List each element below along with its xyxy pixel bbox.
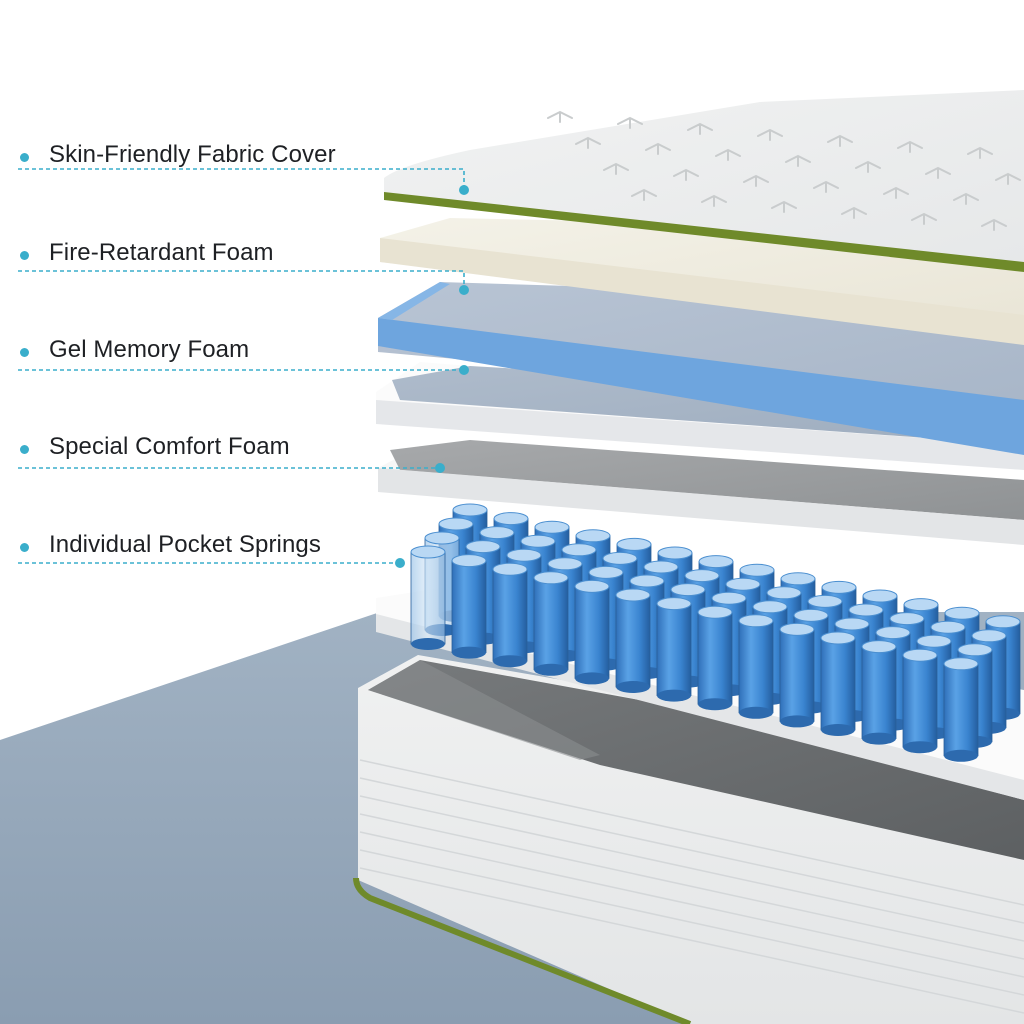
bullet-dot: [20, 348, 29, 357]
layer-label-fabric-cover: Skin-Friendly Fabric Cover: [0, 140, 470, 180]
quilt-stitch: [813, 180, 839, 193]
quilt-stitch: [841, 206, 867, 219]
layer-label-text: Skin-Friendly Fabric Cover: [49, 141, 336, 168]
quilt-stitch: [967, 146, 993, 159]
layer-label-text: Individual Pocket Springs: [49, 531, 321, 558]
quilt-stitch: [645, 142, 671, 155]
quilt-stitch: [883, 186, 909, 199]
pocket-springs-layer: [410, 503, 1021, 762]
pocket-spring: [410, 545, 446, 650]
quilt-stitch: [785, 154, 811, 167]
pocket-spring: [820, 631, 856, 736]
quilt-stitch: [827, 134, 853, 147]
quilt-stitch: [673, 168, 699, 181]
quilt-stitch: [925, 166, 951, 179]
quilt-stitch: [855, 160, 881, 173]
quilt-stitch: [631, 188, 657, 201]
quilt-stitch: [743, 174, 769, 187]
pocket-spring: [902, 648, 938, 754]
layer-label-gel-memory-foam: Gel Memory Foam: [0, 335, 470, 375]
pocket-spring: [697, 605, 733, 711]
leader-lines: [18, 168, 465, 564]
quilt-stitch: [995, 172, 1021, 185]
fabric-cover-layer: [384, 90, 1024, 272]
quilt-stitch: [547, 110, 573, 123]
pocket-spring: [574, 579, 610, 685]
layer-label-text: Gel Memory Foam: [49, 336, 250, 363]
layer-label-text: Fire-Retardant Foam: [49, 239, 274, 266]
layer-label-special-comfort-foam: Special Comfort Foam: [0, 432, 470, 472]
layer-label-text: Special Comfort Foam: [49, 433, 290, 460]
quilt-stitch: [757, 128, 783, 141]
pocket-spring: [738, 614, 774, 719]
pocket-spring: [943, 657, 979, 762]
bullet-dot: [20, 251, 29, 260]
special-comfort-foam-layer: [378, 440, 1024, 545]
quilt-stitch: [715, 148, 741, 161]
layer-label-fire-retardant-foam: Fire-Retardant Foam: [0, 238, 470, 278]
quilt-stitch: [687, 122, 713, 135]
quilt-stitch: [953, 192, 979, 205]
quilt-stitch: [603, 162, 629, 175]
layer-label-pocket-springs: Individual Pocket Springs: [0, 530, 470, 570]
bullet-dot: [20, 445, 29, 454]
quilt-stitch: [911, 212, 937, 225]
bullet-dot: [20, 543, 29, 552]
quilt-stitch: [897, 140, 923, 153]
quilt-stitch: [617, 116, 643, 129]
pocket-spring: [779, 622, 815, 728]
pocket-spring: [533, 571, 569, 676]
quilt-stitch: [771, 200, 797, 213]
pocket-spring: [492, 562, 528, 668]
pocket-spring: [451, 554, 487, 659]
pocket-spring: [656, 597, 692, 702]
pocket-spring: [615, 588, 651, 693]
quilt-stitch: [981, 218, 1007, 231]
pocket-spring: [861, 640, 897, 745]
quilt-stitch: [575, 136, 601, 149]
bullet-dot: [20, 153, 29, 162]
quilt-stitch: [701, 194, 727, 207]
leader-dots: [395, 185, 469, 568]
